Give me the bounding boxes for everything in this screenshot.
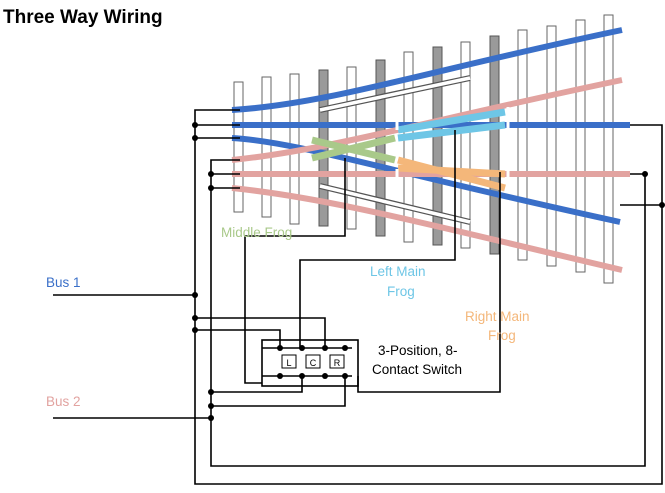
switch-contact: [322, 373, 328, 379]
tie: [403, 51, 414, 243]
junction-dot: [208, 171, 214, 177]
left-main-frog-label-line1: Left Main: [370, 264, 426, 279]
wiring: [53, 109, 663, 485]
junction-dots: [192, 122, 665, 421]
tie: [575, 19, 586, 273]
rail-left-inner-bus2: [231, 77, 623, 163]
rail-right-outer-bus2: [231, 185, 623, 273]
left-main-frog-rail: [397, 108, 506, 134]
switch-label-line1: 3-Position, 8-: [378, 343, 458, 358]
right-main-frog-rail: [397, 164, 506, 178]
tie: [261, 76, 272, 218]
switch-contact: [342, 345, 348, 351]
bus2-wire: [53, 159, 240, 419]
switch-contact: [322, 345, 328, 351]
text-labels: Middle Frog Left Main Frog Right Main Fr…: [46, 225, 530, 409]
junction-dot: [642, 171, 648, 177]
bus2-loop: [210, 173, 646, 467]
right-main-frog-wire: [357, 172, 501, 393]
bus1-loop: [194, 124, 663, 485]
junction-dot: [208, 403, 214, 409]
insulated-gaps: [395, 107, 510, 193]
switch-label-line2: Contact Switch: [372, 362, 462, 377]
junction-dot: [192, 327, 198, 333]
diagram-title: Three Way Wiring: [3, 7, 163, 28]
right-main-frog-label-line2: Frog: [488, 328, 516, 343]
junction-dot: [192, 135, 198, 141]
junction-dot: [208, 185, 214, 191]
rails: [231, 27, 630, 273]
switch-contact: [342, 373, 348, 379]
middle-frog-label: Middle Frog: [221, 225, 292, 240]
bus2-label: Bus 2: [46, 394, 81, 409]
tie: [375, 59, 386, 237]
switch-contact: [277, 345, 283, 351]
switch-position-labels: L C R: [281, 354, 345, 369]
switch-contact: [299, 345, 305, 351]
switch-position-r: R: [334, 358, 341, 368]
left-main-frog-rail: [397, 121, 506, 142]
tie: [460, 41, 471, 249]
switch-position-l: L: [286, 358, 291, 368]
switch-box: [261, 339, 359, 387]
right-main-frog-label-line1: Right Main: [465, 309, 530, 324]
tie: [489, 35, 500, 255]
junction-dot: [208, 389, 214, 395]
tie: [546, 25, 557, 267]
bus1-label: Bus 1: [46, 275, 81, 290]
middle-frog-rail: [311, 134, 396, 162]
switch-contact: [277, 373, 283, 379]
tie: [517, 29, 528, 261]
tie: [432, 46, 443, 246]
middle-frog-wire: [244, 158, 346, 345]
junction-dot: [192, 122, 198, 128]
junction-dot: [208, 415, 214, 421]
left-main-frog-label-line2: Frog: [387, 284, 415, 299]
junction-dot: [192, 292, 198, 298]
tie: [233, 81, 244, 213]
junction-dot: [659, 202, 665, 208]
tie: [603, 14, 614, 284]
junction-dot: [192, 315, 198, 321]
switch-position-c: C: [310, 358, 317, 368]
rail-left-outer-bus1: [231, 27, 623, 113]
switch-contact: [299, 373, 305, 379]
bus1-wire: [53, 109, 240, 296]
rail-right-inner-bus1: [231, 135, 621, 225]
left-main-frog-wire: [299, 130, 456, 348]
